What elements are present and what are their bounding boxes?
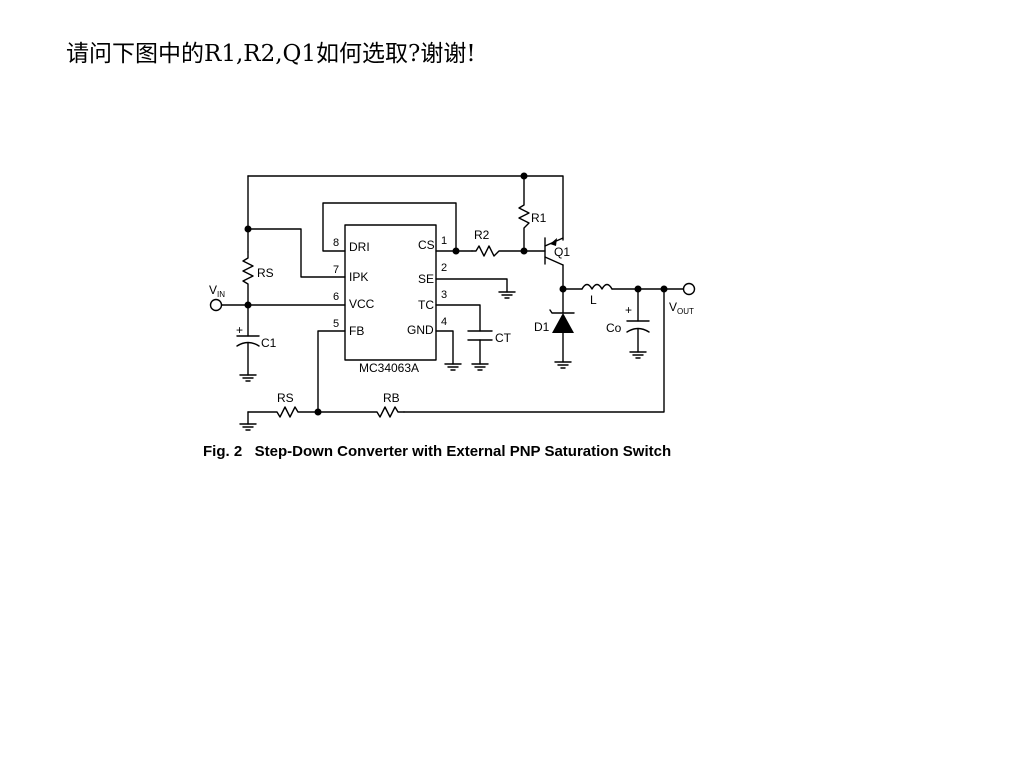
ground-icon [444,363,462,371]
pin-tc-label: TC [418,298,434,312]
diode-d1-bar [549,309,575,314]
pin-2-num: 2 [441,262,447,274]
ground-icon [498,291,516,299]
junction-switch [559,285,567,293]
wire-dri-loop [322,202,457,252]
pin-ipk-label: IPK [349,270,368,284]
pin-1-num: 1 [441,235,447,247]
label-co: Co [606,321,622,335]
ground-icon [629,351,647,359]
inductor-l [581,283,613,290]
transistor-q1-collector [544,256,564,266]
resistor-rs-top [242,251,254,306]
resistor-r2 [471,245,525,257]
label-rb: RB [383,391,400,405]
question-title: 请问下图中的R1,R2,Q1如何选取?谢谢! [66,41,476,67]
wire-gnd-pin [435,330,454,365]
label-d1: D1 [534,320,550,334]
ground-icon [471,363,489,371]
label-c1: C1 [261,336,277,350]
junction-fb [314,408,322,416]
pin-cs-label: CS [418,238,435,252]
pin-fb-label: FB [349,324,364,338]
pin-gnd-label: GND [407,323,434,337]
label-ct: CT [495,331,512,345]
label-r2: R2 [474,228,490,242]
junction-top-left [244,225,252,233]
label-rs-bottom: RS [277,391,294,405]
label-c1-plus: + [236,323,243,337]
label-rs-top: RS [257,266,274,280]
ground-icon [554,361,572,369]
capacitor-ct [467,330,493,341]
junction-cs [452,247,460,255]
label-co-plus: + [625,303,632,317]
label-r1: R1 [531,211,547,225]
resistor-rb [317,406,405,418]
terminal-vin [209,298,223,312]
pin-se-label: SE [418,272,434,286]
resistor-r1 [518,175,530,252]
junction-r1-top [520,172,528,180]
junction-co [634,285,642,293]
junction-out [660,285,668,293]
ground-icon [239,374,257,382]
pin-vcc-label: VCC [349,297,375,311]
pin-4-num: 4 [441,316,447,328]
label-vin: VIN [209,283,225,299]
figure-caption: Fig. 2 Step-Down Converter with External… [203,443,671,460]
ground-icon [239,423,257,431]
label-l: L [590,293,597,307]
pin-dri-label: DRI [349,240,370,254]
transistor-q1-arrow [550,238,557,246]
label-vout: VOUT [669,300,694,316]
wire-se [435,278,508,293]
wire-top-rail [247,175,564,241]
wire-fb [317,330,346,413]
wire-feedback [403,288,665,413]
junction-r1-base [520,247,528,255]
pin-3-num: 3 [441,289,447,301]
wire-tc [435,304,481,332]
wire-switch-node [562,264,583,290]
label-q1: Q1 [554,245,570,259]
pin-6-num: 6 [333,291,339,303]
pin-7-num: 7 [333,264,339,276]
resistor-rs-bottom [247,406,319,418]
ic-body [344,224,437,361]
pin-5-num: 5 [333,318,339,330]
wire-ipk [247,228,346,278]
chip-name: MC34063A [359,361,419,375]
pin-8-num: 8 [333,237,339,249]
junction-vin [244,301,252,309]
terminal-vout [682,282,696,296]
diode-d1-triangle [552,313,574,333]
